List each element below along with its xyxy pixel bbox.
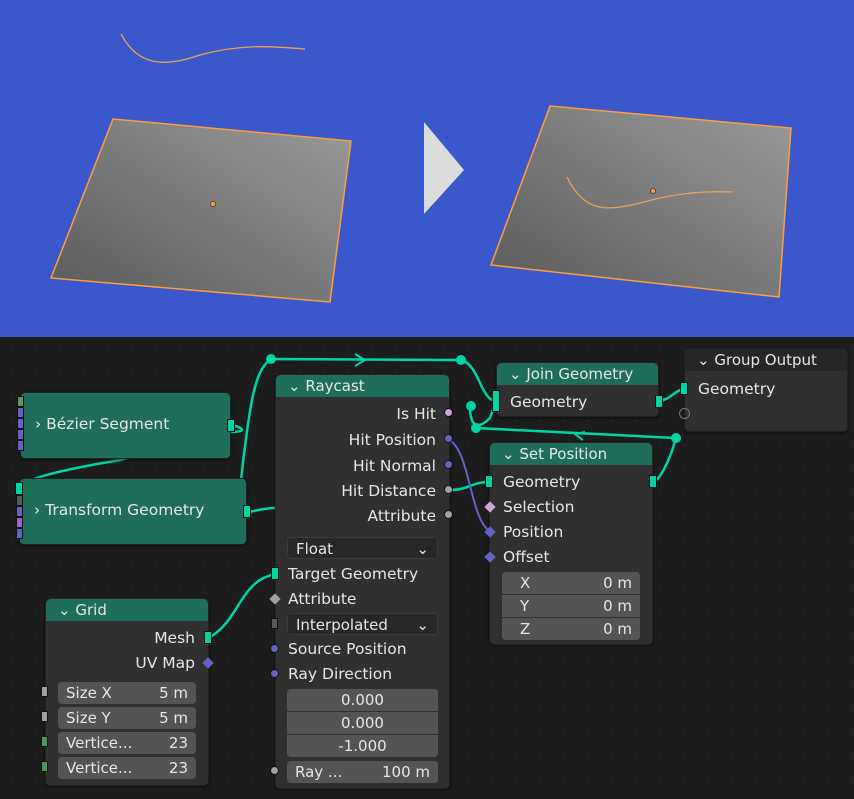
origin-dot xyxy=(210,201,216,207)
socket[interactable] xyxy=(16,495,23,506)
curve-before xyxy=(120,33,306,63)
offset-label: Offset xyxy=(503,548,550,566)
collapse-chevron-icon[interactable]: ⌄ xyxy=(509,365,522,383)
hit-position-socket[interactable] xyxy=(444,434,453,443)
socket[interactable] xyxy=(16,528,23,539)
expand-chevron-icon[interactable]: › xyxy=(34,501,41,519)
transform-output-socket[interactable] xyxy=(243,505,251,518)
chevron-down-icon: ⌄ xyxy=(416,616,429,634)
node-title: Bézier Segment xyxy=(46,415,170,433)
target-geometry-label: Target Geometry xyxy=(288,565,419,583)
plane-after xyxy=(489,105,792,298)
set-position-node[interactable]: ⌄ Set Position Geometry Selection Positi… xyxy=(489,442,653,645)
socket[interactable] xyxy=(271,618,278,629)
group-output-geometry-socket[interactable] xyxy=(680,382,688,395)
viewport-scene xyxy=(49,33,792,303)
chevron-down-icon: ⌄ xyxy=(416,540,429,558)
curve-after xyxy=(566,176,734,209)
ray-length-field[interactable]: Ray ...100 m xyxy=(287,761,438,783)
node-title: Grid xyxy=(75,601,107,619)
join-geometry-node[interactable]: ⌄ Join Geometry Geometry xyxy=(496,362,659,417)
vertices-y-field[interactable]: Vertice...23 xyxy=(58,757,196,779)
source-position-socket[interactable] xyxy=(270,644,279,653)
group-output-node[interactable]: ⌄ Group Output Geometry xyxy=(684,348,848,432)
socket[interactable] xyxy=(16,506,23,517)
hit-normal-socket[interactable] xyxy=(444,460,453,469)
uv-map-output-label: UV Map xyxy=(135,654,195,672)
selection-label: Selection xyxy=(503,498,575,516)
setpos-geometry-output-socket[interactable] xyxy=(649,475,657,488)
node-title: Transform Geometry xyxy=(45,501,205,519)
geometry-label: Geometry xyxy=(503,473,581,491)
collapse-chevron-icon[interactable]: ⌄ xyxy=(697,351,710,369)
mesh-output-socket[interactable] xyxy=(204,631,212,644)
node-title: Set Position xyxy=(519,445,608,463)
socket[interactable] xyxy=(17,440,24,451)
attribute-output-socket[interactable] xyxy=(444,510,453,519)
ray-direction-label: Ray Direction xyxy=(288,665,393,683)
origin-dot xyxy=(650,188,656,194)
socket[interactable] xyxy=(17,396,24,407)
socket[interactable] xyxy=(17,407,24,418)
socket[interactable] xyxy=(41,711,48,722)
target-geometry-socket[interactable] xyxy=(271,567,279,580)
is-hit-label: Is Hit xyxy=(396,405,436,423)
source-position-label: Source Position xyxy=(288,640,407,658)
raycast-node[interactable]: ⌄ Raycast Is Hit Hit Position Hit Normal… xyxy=(275,374,450,789)
bezier-segment-node[interactable]: › Bézier Segment xyxy=(20,392,231,459)
setpos-geometry-input-socket[interactable] xyxy=(485,475,493,488)
3d-viewport[interactable] xyxy=(0,0,854,337)
ray-direction-x[interactable]: 0.000 xyxy=(287,689,438,711)
geometry-input-socket[interactable] xyxy=(15,482,23,495)
data-type-dropdown[interactable]: Float⌄ xyxy=(287,537,438,559)
geometry-label: Geometry xyxy=(698,380,776,398)
plane-before xyxy=(49,118,352,303)
ray-direction-socket[interactable] xyxy=(270,669,279,678)
hit-distance-socket[interactable] xyxy=(444,485,453,494)
ray-direction-y[interactable]: 0.000 xyxy=(287,712,438,734)
collapse-chevron-icon[interactable]: ⌄ xyxy=(502,445,515,463)
ray-length-socket[interactable] xyxy=(270,766,279,775)
hit-position-label: Hit Position xyxy=(348,431,436,449)
collapse-chevron-icon[interactable]: ⌄ xyxy=(288,377,301,395)
socket[interactable] xyxy=(41,686,48,697)
expand-chevron-icon[interactable]: › xyxy=(35,415,42,433)
vertices-x-field[interactable]: Vertice...23 xyxy=(58,732,196,754)
join-input-socket[interactable] xyxy=(492,390,500,412)
node-title: Group Output xyxy=(714,351,817,369)
is-hit-socket[interactable] xyxy=(444,408,453,417)
hit-distance-label: Hit Distance xyxy=(341,482,436,500)
geometry-label: Geometry xyxy=(510,393,588,411)
transform-geometry-node[interactable]: › Transform Geometry xyxy=(19,478,247,545)
mapping-dropdown[interactable]: Interpolated⌄ xyxy=(287,613,438,635)
attribute-output-label: Attribute xyxy=(367,507,436,525)
socket[interactable] xyxy=(17,429,24,440)
position-label: Position xyxy=(503,523,564,541)
ray-direction-z[interactable]: -1.000 xyxy=(287,735,438,757)
socket[interactable] xyxy=(41,736,48,747)
collapse-chevron-icon[interactable]: ⌄ xyxy=(58,601,71,619)
attribute-input-label: Attribute xyxy=(288,590,357,608)
node-title: Join Geometry xyxy=(526,365,634,383)
node-title: Raycast xyxy=(305,377,365,395)
play-arrow-icon xyxy=(424,122,464,214)
join-output-socket[interactable] xyxy=(655,395,663,408)
mesh-output-label: Mesh xyxy=(154,629,195,647)
socket[interactable] xyxy=(17,418,24,429)
socket[interactable] xyxy=(16,517,23,528)
empty-socket[interactable] xyxy=(679,408,690,419)
hit-normal-label: Hit Normal xyxy=(352,457,436,475)
bezier-output-socket[interactable] xyxy=(227,419,235,432)
socket[interactable] xyxy=(41,761,48,772)
